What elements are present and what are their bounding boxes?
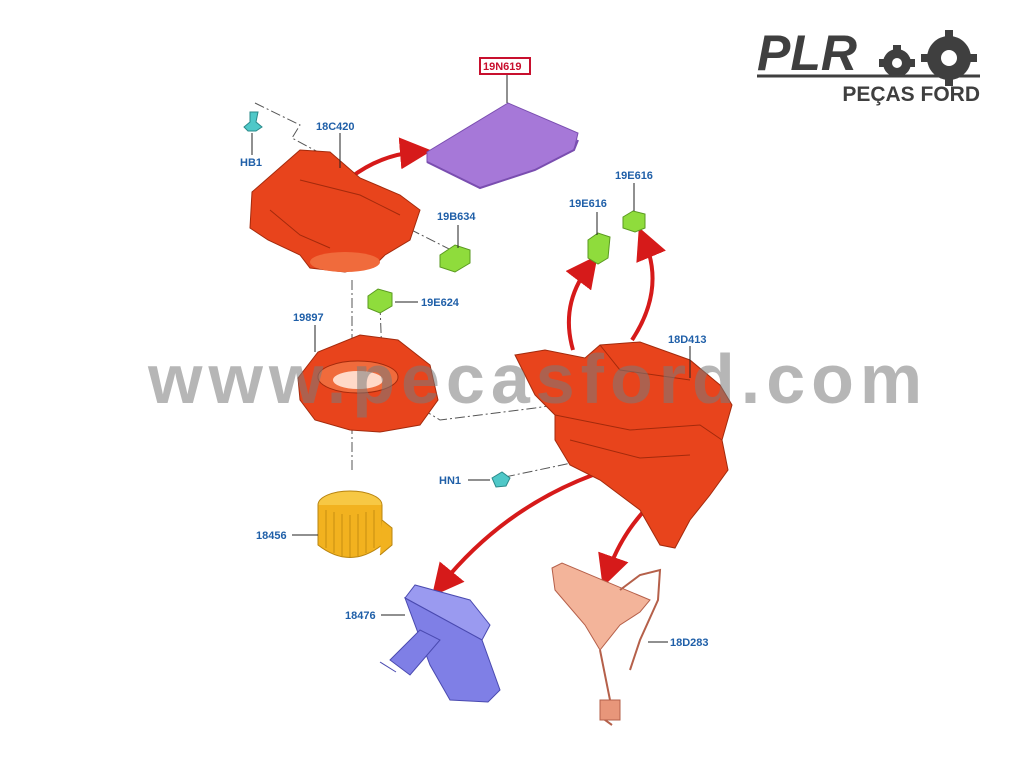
label-19e624: 19E624	[421, 297, 460, 309]
label-18456: 18456	[256, 530, 287, 542]
label-19e616-left: 19E616	[569, 198, 607, 210]
callout-labels: 19N619 18C420 HB1 19B634 19E624 19897 19…	[240, 57, 709, 649]
label-18d413: 18D413	[668, 334, 707, 346]
connector-19e616-right	[622, 210, 646, 233]
label-19897: 19897	[293, 312, 324, 324]
label-19b634: 19B634	[437, 211, 476, 223]
label-18d283: 18D283	[670, 637, 709, 649]
fastener-hb1	[243, 111, 263, 132]
gear-icon	[879, 30, 977, 86]
label-18476: 18476	[345, 610, 376, 622]
label-18c420: 18C420	[316, 121, 355, 133]
connector-19e616-left	[587, 232, 611, 265]
upper-blower-housing	[249, 149, 421, 273]
blower-motor	[317, 490, 393, 558]
highlight-box	[479, 57, 531, 75]
cabin-air-filter	[426, 102, 579, 190]
leader-lines	[251, 73, 691, 643]
logo-subtitle: PEÇAS FORD	[842, 83, 980, 106]
lower-blower-housing	[297, 334, 439, 433]
fastener-hn1	[491, 471, 511, 488]
evaporator-assembly	[551, 562, 662, 726]
label-hb1: HB1	[240, 157, 262, 169]
watermark-text: www.pecasford.com	[147, 340, 928, 418]
hvac-main-case	[514, 341, 733, 549]
logo-title: PLR	[757, 25, 857, 81]
label-19e616-right: 19E616	[615, 170, 653, 182]
heater-core	[379, 584, 501, 703]
label-19n619: 19N619	[483, 61, 522, 73]
label-hn1: HN1	[439, 475, 461, 487]
connector-19b634	[439, 244, 471, 273]
plr-logo: PLR PEÇAS FORD	[757, 25, 980, 106]
connector-19e624	[367, 288, 393, 314]
